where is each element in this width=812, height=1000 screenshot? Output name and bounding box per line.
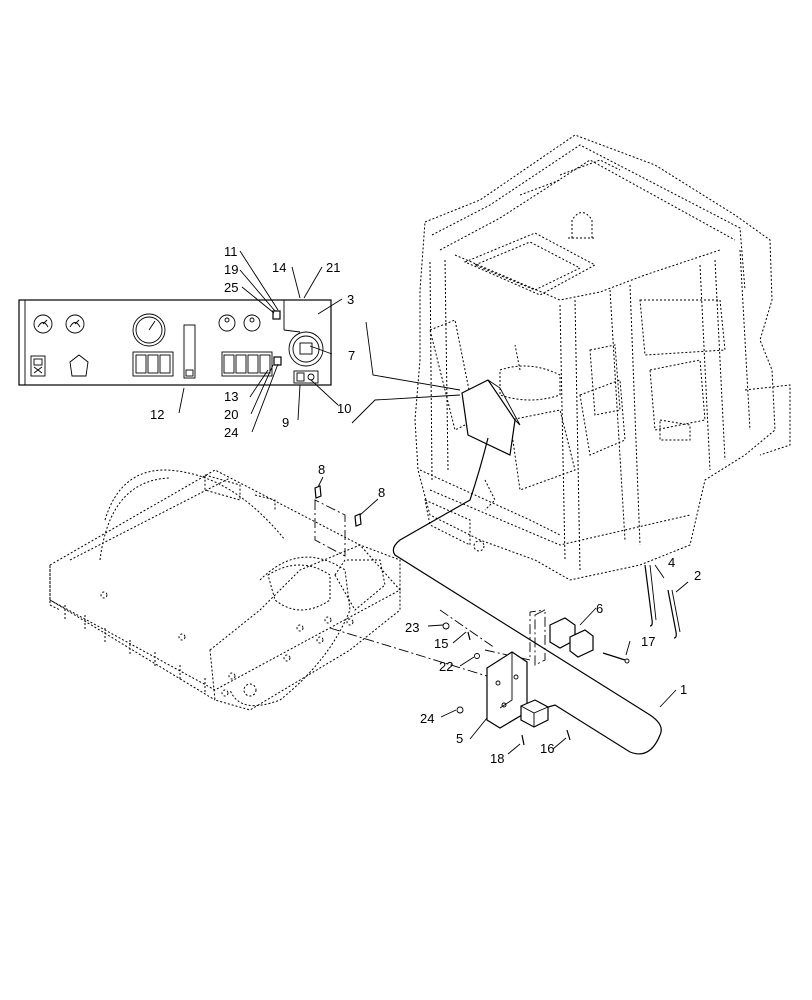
callout-8-left: 8: [318, 462, 325, 477]
callout-22: 22: [439, 659, 453, 674]
callout-11: 11: [224, 244, 238, 259]
callout-18: 18: [490, 751, 504, 766]
callout-19: 19: [224, 262, 238, 277]
callout-20: 20: [224, 407, 238, 422]
callout-6: 6: [596, 601, 603, 616]
callout-1: 1: [680, 682, 687, 697]
callout-24-panel: 24: [224, 425, 238, 440]
callout-2: 2: [694, 568, 701, 583]
callout-8-right: 8: [378, 485, 385, 500]
dashboard-panel: [18, 299, 332, 386]
cable-item-1: [392, 437, 662, 755]
control-box: [461, 379, 521, 456]
leader-lines: [178, 250, 689, 755]
callout-10: 10: [337, 401, 351, 416]
switch-item-1: [520, 699, 549, 728]
assembly-centerline-2: [439, 609, 496, 649]
callout-25: 25: [224, 280, 238, 295]
callout-17: 17: [641, 634, 655, 649]
callout-23: 23: [405, 620, 419, 635]
operator-cab: [414, 134, 791, 581]
assembly-centerline: [329, 627, 501, 681]
callout-9: 9: [282, 415, 289, 430]
callout-24-bracket: 24: [420, 711, 434, 726]
callout-12: 12: [150, 407, 164, 422]
callout-7: 7: [348, 348, 355, 363]
callout-15: 15: [434, 636, 448, 651]
callout-5: 5: [456, 731, 463, 746]
callout-3: 3: [347, 292, 354, 307]
callout-16: 16: [540, 741, 554, 756]
hardware-items: [314, 485, 681, 746]
callout-13: 13: [224, 389, 238, 404]
mount-outline: [314, 499, 346, 557]
callout-14: 14: [272, 260, 286, 275]
reference-line-upper: [365, 321, 461, 391]
callout-21: 21: [326, 260, 340, 275]
reference-line-lower: [351, 394, 461, 424]
callout-4: 4: [668, 555, 675, 570]
clamp-item-6: [534, 609, 594, 666]
drum-frame: [49, 469, 401, 711]
